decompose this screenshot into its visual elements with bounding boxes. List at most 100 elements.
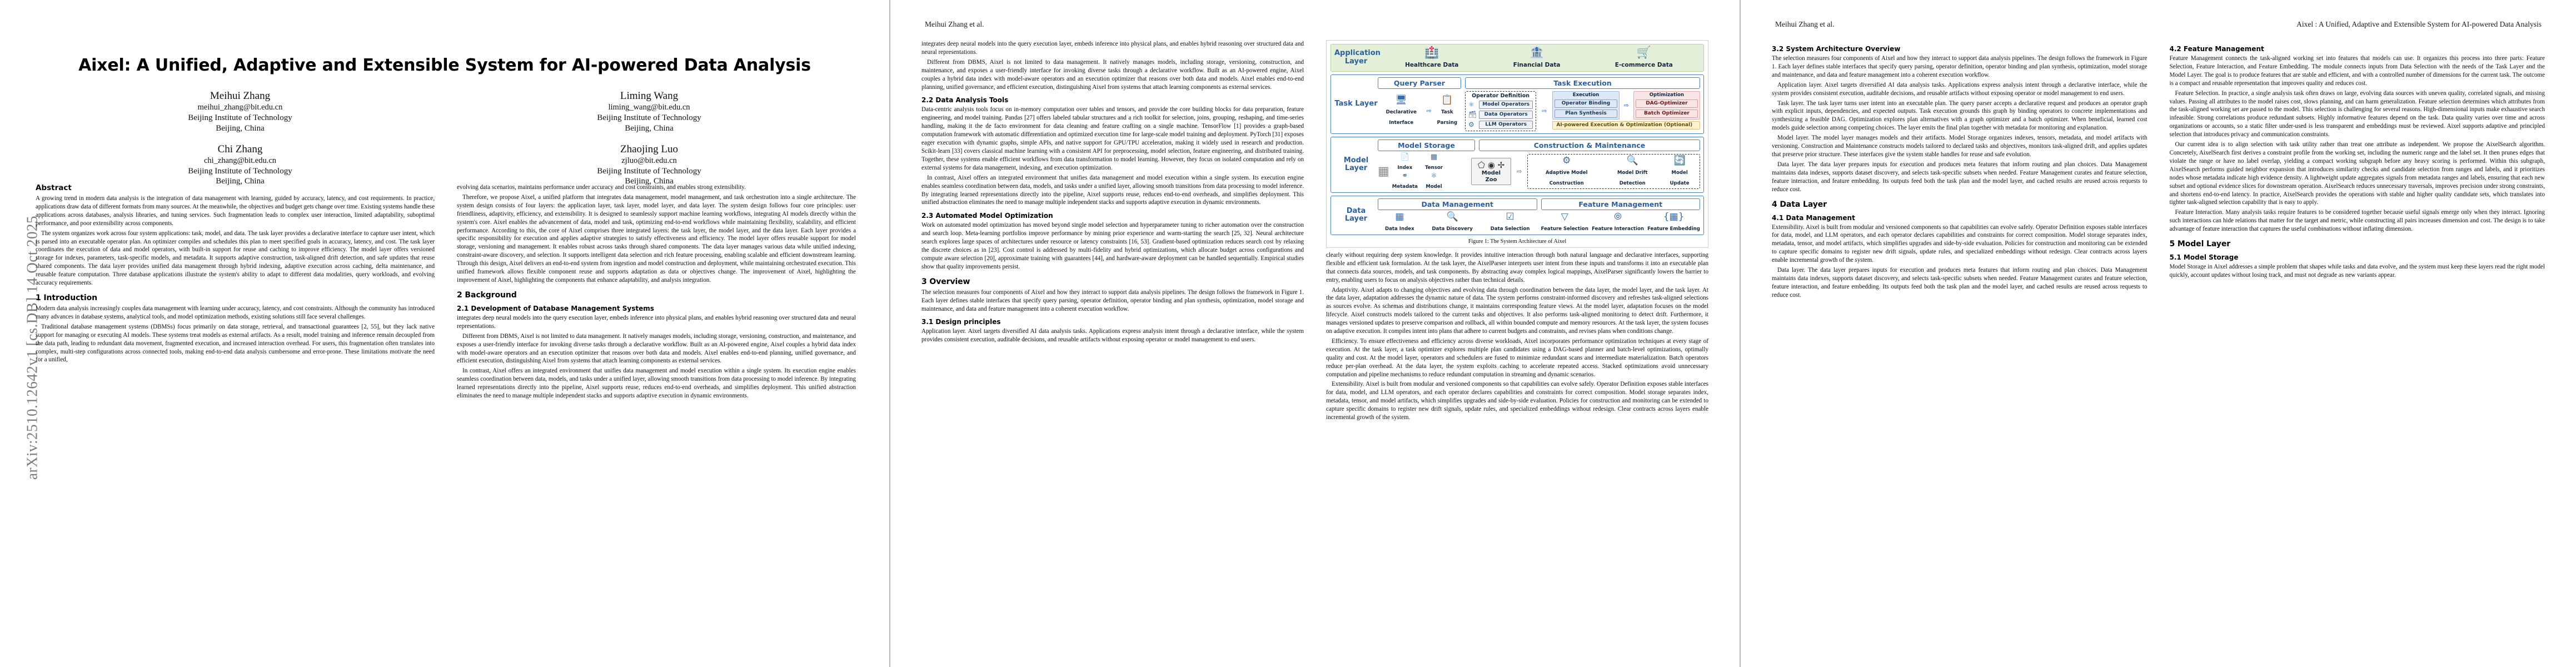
feature-item-label: Feature Selection bbox=[1541, 226, 1588, 232]
subsection-heading-system-architecture: 3.2 System Architecture Overview bbox=[1772, 45, 1901, 53]
paragraph: Extensibility. Aixel is built from modul… bbox=[1772, 223, 2148, 264]
section-heading-introduction: 1 Introduction bbox=[36, 293, 97, 302]
model-storage-panel: ▦ 📄 Index ▦ T bbox=[1378, 153, 1467, 190]
paragraph: Our current idea is to align selection w… bbox=[2169, 141, 2545, 206]
page3-column-2: 4.2 Feature Management Feature Managemen… bbox=[2170, 40, 2545, 648]
feature-selection-cell: ▽ Feature Selection bbox=[1541, 212, 1588, 232]
model-zoo-icon: ⬠ ◉ ✢ bbox=[1477, 160, 1505, 171]
author-email[interactable]: zjluo@bit.edu.cn bbox=[621, 156, 677, 165]
adaptive-model-construction-cell: ⚙ Adaptive Model Construction bbox=[1531, 156, 1602, 187]
paragraph: In contrast, Aixel offers an integrated … bbox=[457, 367, 856, 400]
page1-column-2: evolving data scenarios, maintains perfo… bbox=[457, 183, 856, 645]
data-selection-icon: ☑ bbox=[1506, 211, 1514, 222]
data-layer-label: Data Layer bbox=[1344, 206, 1368, 223]
app-item-label: E-commerce Data bbox=[1615, 62, 1673, 68]
page-3: Meihui Zhang et al. Aixel : A Unified, A… bbox=[1740, 0, 2576, 667]
maintenance-label: Model Update bbox=[1670, 170, 1690, 187]
application-layer-label: Application Layer bbox=[1334, 49, 1381, 66]
author-email[interactable]: liming_wang@bit.edu.cn bbox=[608, 102, 690, 112]
paragraph: Efficiency. To ensure effectiveness and … bbox=[1326, 337, 1708, 378]
paragraph: Therefore, we propose Aixel, a unified p… bbox=[457, 193, 856, 283]
author-email[interactable]: chi_zhang@bit.edu.cn bbox=[203, 156, 277, 165]
paragraph: Adaptivity. Aixel adapts to changing obj… bbox=[1326, 286, 1708, 335]
panel-title-task-execution: Task Execution bbox=[1465, 77, 1700, 89]
design-principles-body: Application layer. Aixel targets diversi… bbox=[921, 327, 1304, 344]
chip-llm-operators: LLM Operators bbox=[1479, 120, 1533, 129]
page-title: Aixel: A Unified, Adaptive and Extensibl… bbox=[78, 56, 811, 75]
paragraph: Extensibility. Aixel is built from modul… bbox=[1326, 381, 1708, 421]
author-affiliation: Beijing Institute of Technology bbox=[188, 113, 292, 122]
task-parsing-cell: 📋 Task Parsing bbox=[1433, 96, 1461, 126]
data-layer-body: Data Management Feature Management ▦ Dat… bbox=[1378, 198, 1700, 232]
running-head-left: Meihui Zhang et al. bbox=[925, 20, 984, 28]
paragraph: Data-centric analysis tools focus on in-… bbox=[921, 106, 1304, 171]
figure-caption: Figure 1: The System Architecture of Aix… bbox=[1468, 238, 1567, 245]
section-heading-overview: 3 Overview bbox=[921, 277, 970, 286]
storage-tensor-cell: ▦ Tensor bbox=[1421, 153, 1447, 171]
panel-title-construction-maintenance: Construction & Maintenance bbox=[1479, 139, 1700, 151]
cart-icon: 🛒 bbox=[1636, 46, 1651, 59]
tools-body: Data-centric analysis tools focus on in-… bbox=[921, 106, 1304, 207]
task-layer: Task Layer Query Parser Task Execution bbox=[1331, 74, 1704, 134]
chip-model-operators: Model Operators bbox=[1479, 100, 1533, 109]
model-icon: ⚛ bbox=[1431, 171, 1437, 180]
paragraph: Feature Selection. In practice, a single… bbox=[2169, 89, 2545, 138]
data-layer-content: ▦ Data Index 🔍 Data Discovery bbox=[1378, 212, 1700, 232]
paragraph: Feature Interaction. Many analysis tasks… bbox=[2169, 209, 2545, 233]
subsection-heading-data-management: 4.1 Data Management bbox=[1772, 213, 1855, 222]
page3-column-1: 3.2 System Architecture Overview The sel… bbox=[1772, 40, 2148, 648]
page-2: Meihui Zhang et al. integrates deep neur… bbox=[889, 0, 1740, 667]
architecture-diagram: Application Layer 🏥 Healthcare Data 🏦 Fi… bbox=[1331, 44, 1704, 235]
storage-label: Index bbox=[1397, 165, 1413, 171]
automl-body: Work on automated model optimization has… bbox=[921, 221, 1304, 271]
paragraph: Work on automated model optimization has… bbox=[921, 222, 1304, 270]
task-layer-content: 🖥 Declarative Interface ⇨ 📋 Task Parsing bbox=[1378, 91, 1701, 131]
chip-plan-synthesis: Plan Synthesis bbox=[1554, 109, 1617, 118]
app-item-label: Healthcare Data bbox=[1405, 62, 1459, 68]
page1-column-1: Abstract A growing trend in modern data … bbox=[36, 183, 435, 645]
data-item-label: Data Selection bbox=[1490, 226, 1530, 232]
page1-columns: Abstract A growing trend in modern data … bbox=[36, 183, 856, 645]
task-layer-panel-titles: Query Parser Task Execution bbox=[1378, 77, 1700, 89]
declarative-interface-cell: 🖥 Declarative Interface bbox=[1378, 96, 1425, 126]
author-location: Beijing, China bbox=[625, 123, 674, 133]
feature-embedding-icon: {▦} bbox=[1663, 211, 1685, 222]
page3-columns: 3.2 System Architecture Overview The sel… bbox=[1772, 40, 2545, 648]
feature-management-body: Feature Management connects the task-ali… bbox=[2170, 54, 2545, 233]
author-entry: Chi Zhang chi_zhang@bit.edu.cn Beijing I… bbox=[36, 143, 445, 187]
section-heading-data-layer: 4 Data Layer bbox=[1772, 200, 1827, 209]
index-icon: 📄 bbox=[1400, 152, 1409, 161]
subsection-heading-feature-management: 4.2 Feature Management bbox=[2169, 45, 2264, 53]
data-item-label: Data Index bbox=[1384, 226, 1414, 232]
model-layer-label: Model Layer bbox=[1343, 156, 1369, 173]
storage-label: Model bbox=[1426, 183, 1442, 190]
paragraph: Data layer. The data layer prepares inpu… bbox=[1772, 161, 2148, 193]
operator-definition-panel: Operator Definition ⚛ 🗃 ⚙ bbox=[1465, 91, 1537, 131]
chip-dag-optimizer: DAG-Optimizer bbox=[1635, 99, 1698, 108]
author-email[interactable]: meihui_zhang@bit.edu.cn bbox=[197, 102, 283, 112]
author-affiliation: Beijing Institute of Technology bbox=[597, 113, 701, 122]
data-layer: Data Layer Data Management Feature Manag… bbox=[1331, 195, 1704, 235]
storage-label: Metadata bbox=[1392, 183, 1418, 190]
subsection-heading-dbms: 2.1 Development of Database Management S… bbox=[457, 304, 654, 312]
maintenance-items: ⚙ Adaptive Model Construction 🔍 Model Dr… bbox=[1531, 156, 1697, 187]
paragraph: Modern data analysis increasingly couple… bbox=[36, 305, 435, 320]
storage-model-cell: ⚛ Model bbox=[1421, 172, 1447, 190]
storage-index-cell: 📄 Index bbox=[1392, 153, 1418, 171]
section-heading-background: 2 Background bbox=[457, 290, 517, 300]
paragraph: Application layer. Aixel targets diversi… bbox=[1772, 81, 2148, 97]
model-zoo-label: Model Zoo bbox=[1481, 170, 1501, 183]
feature-selection-icon: ▽ bbox=[1561, 211, 1568, 222]
paragraph: integrates deep neural models into the q… bbox=[457, 314, 856, 330]
author-entry: Zhaojing Luo zjluo@bit.edu.cn Beijing In… bbox=[445, 143, 854, 187]
overview-body: The selection measures four components o… bbox=[921, 288, 1304, 313]
tensor-icon: ▦ bbox=[1430, 152, 1438, 161]
app-item-label: Financial Data bbox=[1513, 62, 1561, 68]
data-operator-icon: 🗃 bbox=[1468, 111, 1477, 119]
author-location: Beijing, China bbox=[625, 177, 674, 186]
author-list: Meihui Zhang meihui_zhang@bit.edu.cn Bei… bbox=[36, 89, 854, 186]
page2-column-1: integrates deep neural models into the q… bbox=[921, 40, 1304, 648]
introduction-body: Modern data analysis increasingly couple… bbox=[36, 305, 435, 364]
execution-chips: Operator Binding Plan Synthesis bbox=[1554, 99, 1617, 118]
